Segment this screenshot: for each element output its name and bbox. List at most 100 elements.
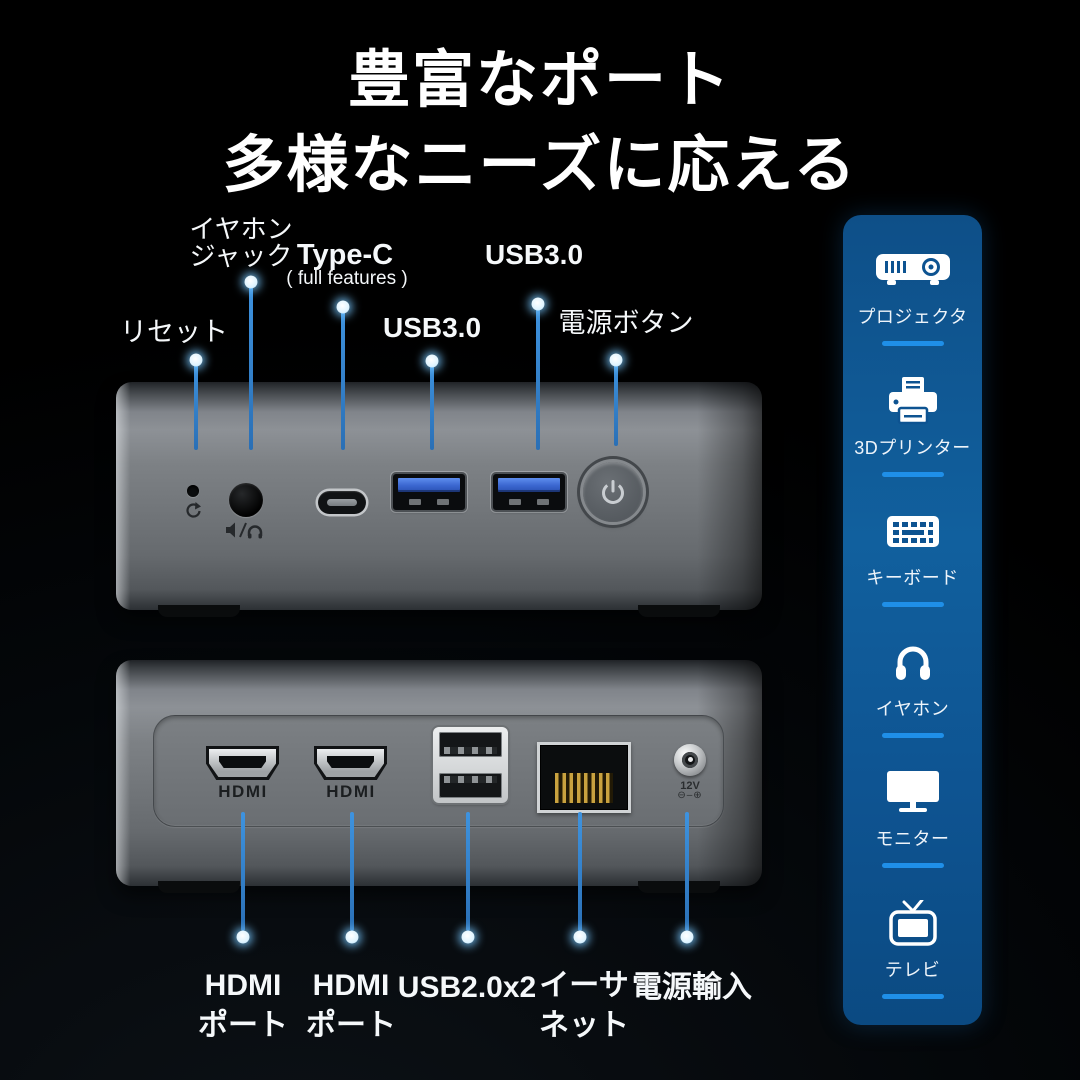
- label-power-button: 電源ボタン: [558, 308, 694, 338]
- sidebar-item-keyboard: キーボード: [843, 506, 982, 608]
- sidebar-item-label: キーボード: [866, 568, 959, 589]
- callout-line-usb2: [466, 812, 470, 931]
- sidebar-item-label: イヤホン: [875, 698, 950, 719]
- usb-tongue: [398, 478, 460, 492]
- callout-line-reset: [194, 360, 198, 450]
- callout-line-usb3-right: [536, 304, 540, 450]
- label-usb3-right: USB3.0: [484, 239, 584, 270]
- callout-dot-ethernet: [573, 930, 587, 944]
- label-hdmi2-line2: ポート: [306, 1009, 396, 1042]
- label-earphone-line2: ジャック: [189, 241, 293, 271]
- label-hdmi1-line2: ポート: [198, 1009, 288, 1042]
- callout-dot-usb3-right: [531, 297, 545, 311]
- callout-dot-earphone: [244, 275, 258, 289]
- device-foot: [638, 881, 720, 893]
- label-hdmi1-line1: HDMI: [204, 969, 282, 1002]
- callout-line-power-in: [685, 812, 689, 931]
- callout-dot-hdmi1: [236, 930, 250, 944]
- usb-tongue: [498, 478, 560, 492]
- callout-dot-usb3-left: [425, 354, 439, 368]
- usb2-port-top: [439, 732, 502, 757]
- dc-polarity-text: ⊖–⊕: [677, 790, 703, 801]
- usb2-port-bottom: [439, 773, 502, 798]
- hdmi-port-2: [314, 746, 387, 780]
- callout-line-typec: [341, 307, 345, 450]
- usb-c-port: [318, 491, 366, 514]
- hdmi-port-1: [206, 746, 279, 780]
- label-typec-sub: ( full features ): [286, 268, 408, 289]
- speaker-headphone-icon: [226, 522, 263, 539]
- hdmi-slot: [219, 756, 266, 768]
- title-line-1: 豊富なポート: [347, 46, 732, 115]
- label-earphone-line1: イヤホン: [189, 214, 293, 244]
- label-ethernet: イーサ ネット: [539, 966, 629, 1046]
- usb-a-3-port-1: [393, 474, 465, 510]
- sidebar-item-headphones: イヤホン: [843, 637, 982, 738]
- power-button-graphic: [583, 462, 643, 522]
- callout-dot-power-in: [680, 930, 694, 944]
- mini-pc-front-view: [116, 382, 762, 617]
- label-hdmi-port-1: HDMI ポート: [198, 966, 288, 1046]
- dc-jack-label: 12V ⊖–⊕: [677, 781, 702, 801]
- usb-contact: [409, 499, 421, 505]
- dc-voltage-text: 12V: [680, 780, 700, 792]
- mini-pc-back-view: HDMI HDMI 12V ⊖–⊕: [116, 660, 762, 893]
- dc-power-jack: [674, 744, 706, 776]
- label-hdmi-port-2: HDMI ポート: [306, 966, 396, 1046]
- callout-line-ethernet: [578, 812, 582, 931]
- sidebar-item-projector: プロジェクタ: [843, 245, 982, 346]
- divider: [881, 471, 944, 477]
- ethernet-pins: [555, 773, 613, 803]
- label-ethernet-line2: ネット: [539, 1009, 629, 1042]
- callout-dot-typec: [336, 300, 350, 314]
- ethernet-port: [537, 742, 631, 813]
- sidebar-item-monitor: モニター: [843, 767, 982, 869]
- callout-dot-usb2: [461, 930, 475, 944]
- callout-line-earphone: [249, 282, 253, 450]
- sidebar-item-label: プロジェクタ: [857, 307, 968, 327]
- headphones-icon: [892, 637, 934, 687]
- page-title: 豊富なポート 多様なニーズに応える: [0, 38, 1080, 208]
- tv-icon: [888, 898, 937, 948]
- callout-dot-reset: [189, 353, 203, 367]
- callout-dot-hdmi2: [345, 930, 359, 944]
- hdmi-print-2: HDMI: [326, 782, 376, 801]
- usb-c-slot: [327, 499, 357, 506]
- hdmi-slot: [327, 756, 374, 768]
- usb-contact: [437, 499, 449, 505]
- power-icon: [602, 480, 624, 504]
- reset-icon: [186, 502, 201, 518]
- hdmi-print-1: HDMI: [218, 782, 268, 801]
- callout-line-usb3-left: [430, 361, 434, 450]
- dc-jack-pin: [688, 757, 693, 762]
- label-earphone: イヤホン ジャック: [189, 216, 292, 270]
- divider: [881, 732, 944, 738]
- callout-line-hdmi1: [241, 812, 245, 931]
- sidebar-item-printer: 3Dプリンター: [843, 376, 982, 477]
- divider: [881, 993, 944, 999]
- title-line-2: 多様なニーズに応える: [222, 131, 858, 200]
- sidebar-item-tv: テレビ: [843, 898, 982, 999]
- usb2-stacked-ports: [433, 727, 508, 803]
- callout-dot-power: [609, 353, 623, 367]
- audio-jack-port: [229, 483, 263, 517]
- label-ethernet-line1: イーサ: [539, 969, 629, 1002]
- label-usb2: USB2.0x2: [397, 971, 537, 1004]
- label-typec: Type-C: [296, 239, 394, 271]
- device-foot: [158, 881, 240, 893]
- monitor-icon: [886, 767, 939, 817]
- label-reset: リセット: [120, 317, 228, 347]
- projector-icon: [875, 245, 950, 295]
- keyboard-icon: [886, 506, 939, 556]
- label-power-in: 電源輸入: [632, 971, 752, 1004]
- usb-contact: [537, 499, 549, 505]
- label-usb3-left: USB3.0: [382, 312, 482, 343]
- sidebar-item-label: モニター: [875, 829, 950, 850]
- divider: [881, 863, 944, 869]
- reset-pinhole: [187, 485, 199, 497]
- device-foot: [158, 605, 240, 617]
- divider: [881, 341, 944, 346]
- sidebar-item-label: 3Dプリンター: [854, 437, 971, 458]
- usb-a-3-port-2: [493, 474, 565, 510]
